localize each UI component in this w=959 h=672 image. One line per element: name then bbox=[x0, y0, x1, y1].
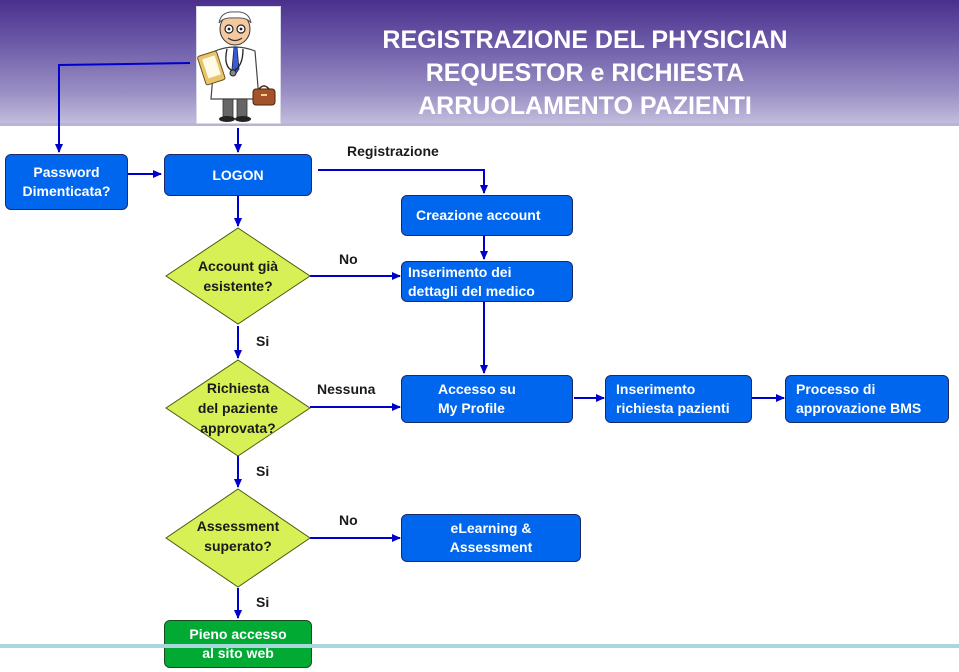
node-accesso-label: Accesso su My Profile bbox=[438, 381, 516, 416]
node-logon-label: LOGON bbox=[212, 166, 264, 183]
decision-richiesta-approvata[interactable]: Richiesta del paziente approvata? bbox=[197, 380, 279, 436]
node-inserimento-dettagli[interactable]: Inserimento dei dettagli del medico bbox=[401, 261, 573, 302]
title-line-3: ARRUOLAMENTO PAZIENTI bbox=[418, 92, 752, 120]
edge-label-si-account: Si bbox=[256, 333, 270, 349]
title-line-2: REQUESTOR e RICHIESTA bbox=[425, 59, 745, 87]
node-creazione-label: Creazione account bbox=[416, 207, 541, 223]
node-creazione-account[interactable]: Creazione account bbox=[401, 195, 573, 236]
decision-assessment-superato-shape bbox=[165, 488, 311, 588]
footer-divider bbox=[0, 644, 959, 648]
doctor-icon bbox=[197, 11, 276, 122]
edge-label-no-assessment: No bbox=[339, 512, 358, 528]
node-inserimento-richiesta[interactable]: Inserimento richiesta pazienti bbox=[605, 375, 752, 423]
edge-label-nessuna: Nessuna bbox=[317, 381, 376, 397]
edge-logon-to-creazione bbox=[318, 169, 488, 194]
doctor-illustration bbox=[196, 6, 281, 124]
edge-label-registrazione: Registrazione bbox=[347, 143, 439, 159]
node-inserimento-richiesta-label: Inserimento richiesta pazienti bbox=[616, 381, 730, 416]
decision-richiesta-approvata-shape bbox=[165, 359, 311, 457]
edge-label-si-assessment: Si bbox=[256, 594, 270, 610]
node-processo-bms[interactable]: Processo di approvazione BMS bbox=[785, 375, 949, 423]
decision-account-esistente-shape bbox=[165, 227, 311, 325]
node-pieno-label: Pieno accesso al sito web bbox=[189, 626, 287, 661]
header-banner bbox=[0, 0, 959, 123]
node-bms-label: Processo di approvazione BMS bbox=[796, 381, 922, 416]
node-elearning-assessment[interactable]: eLearning & Assessment bbox=[401, 514, 581, 562]
title-line-1: REGISTRAZIONE DEL PHYSICIAN bbox=[382, 26, 788, 54]
page-title: REGISTRAZIONE DEL PHYSICIAN REQUESTOR e … bbox=[330, 24, 840, 123]
node-elearning-label: eLearning & Assessment bbox=[449, 520, 533, 555]
node-accesso-my-profile[interactable]: Accesso su My Profile bbox=[401, 375, 573, 423]
node-logon[interactable]: LOGON bbox=[164, 154, 312, 196]
node-password-dimenticata[interactable]: Password Dimenticata? bbox=[5, 154, 128, 210]
decision-assessment-superato[interactable]: Assessment superato? bbox=[196, 518, 280, 554]
header-divider bbox=[0, 123, 959, 126]
node-password-label: Password Dimenticata? bbox=[22, 164, 111, 199]
decision-account-esistente[interactable]: Account già esistente? bbox=[197, 258, 279, 294]
edge-label-si-richiesta: Si bbox=[256, 463, 270, 479]
node-dettagli-label: Inserimento dei dettagli del medico bbox=[408, 263, 535, 299]
edge-label-no-account: No bbox=[339, 251, 358, 267]
edge-doctor-to-password bbox=[55, 62, 191, 153]
connector-lines bbox=[55, 62, 785, 619]
